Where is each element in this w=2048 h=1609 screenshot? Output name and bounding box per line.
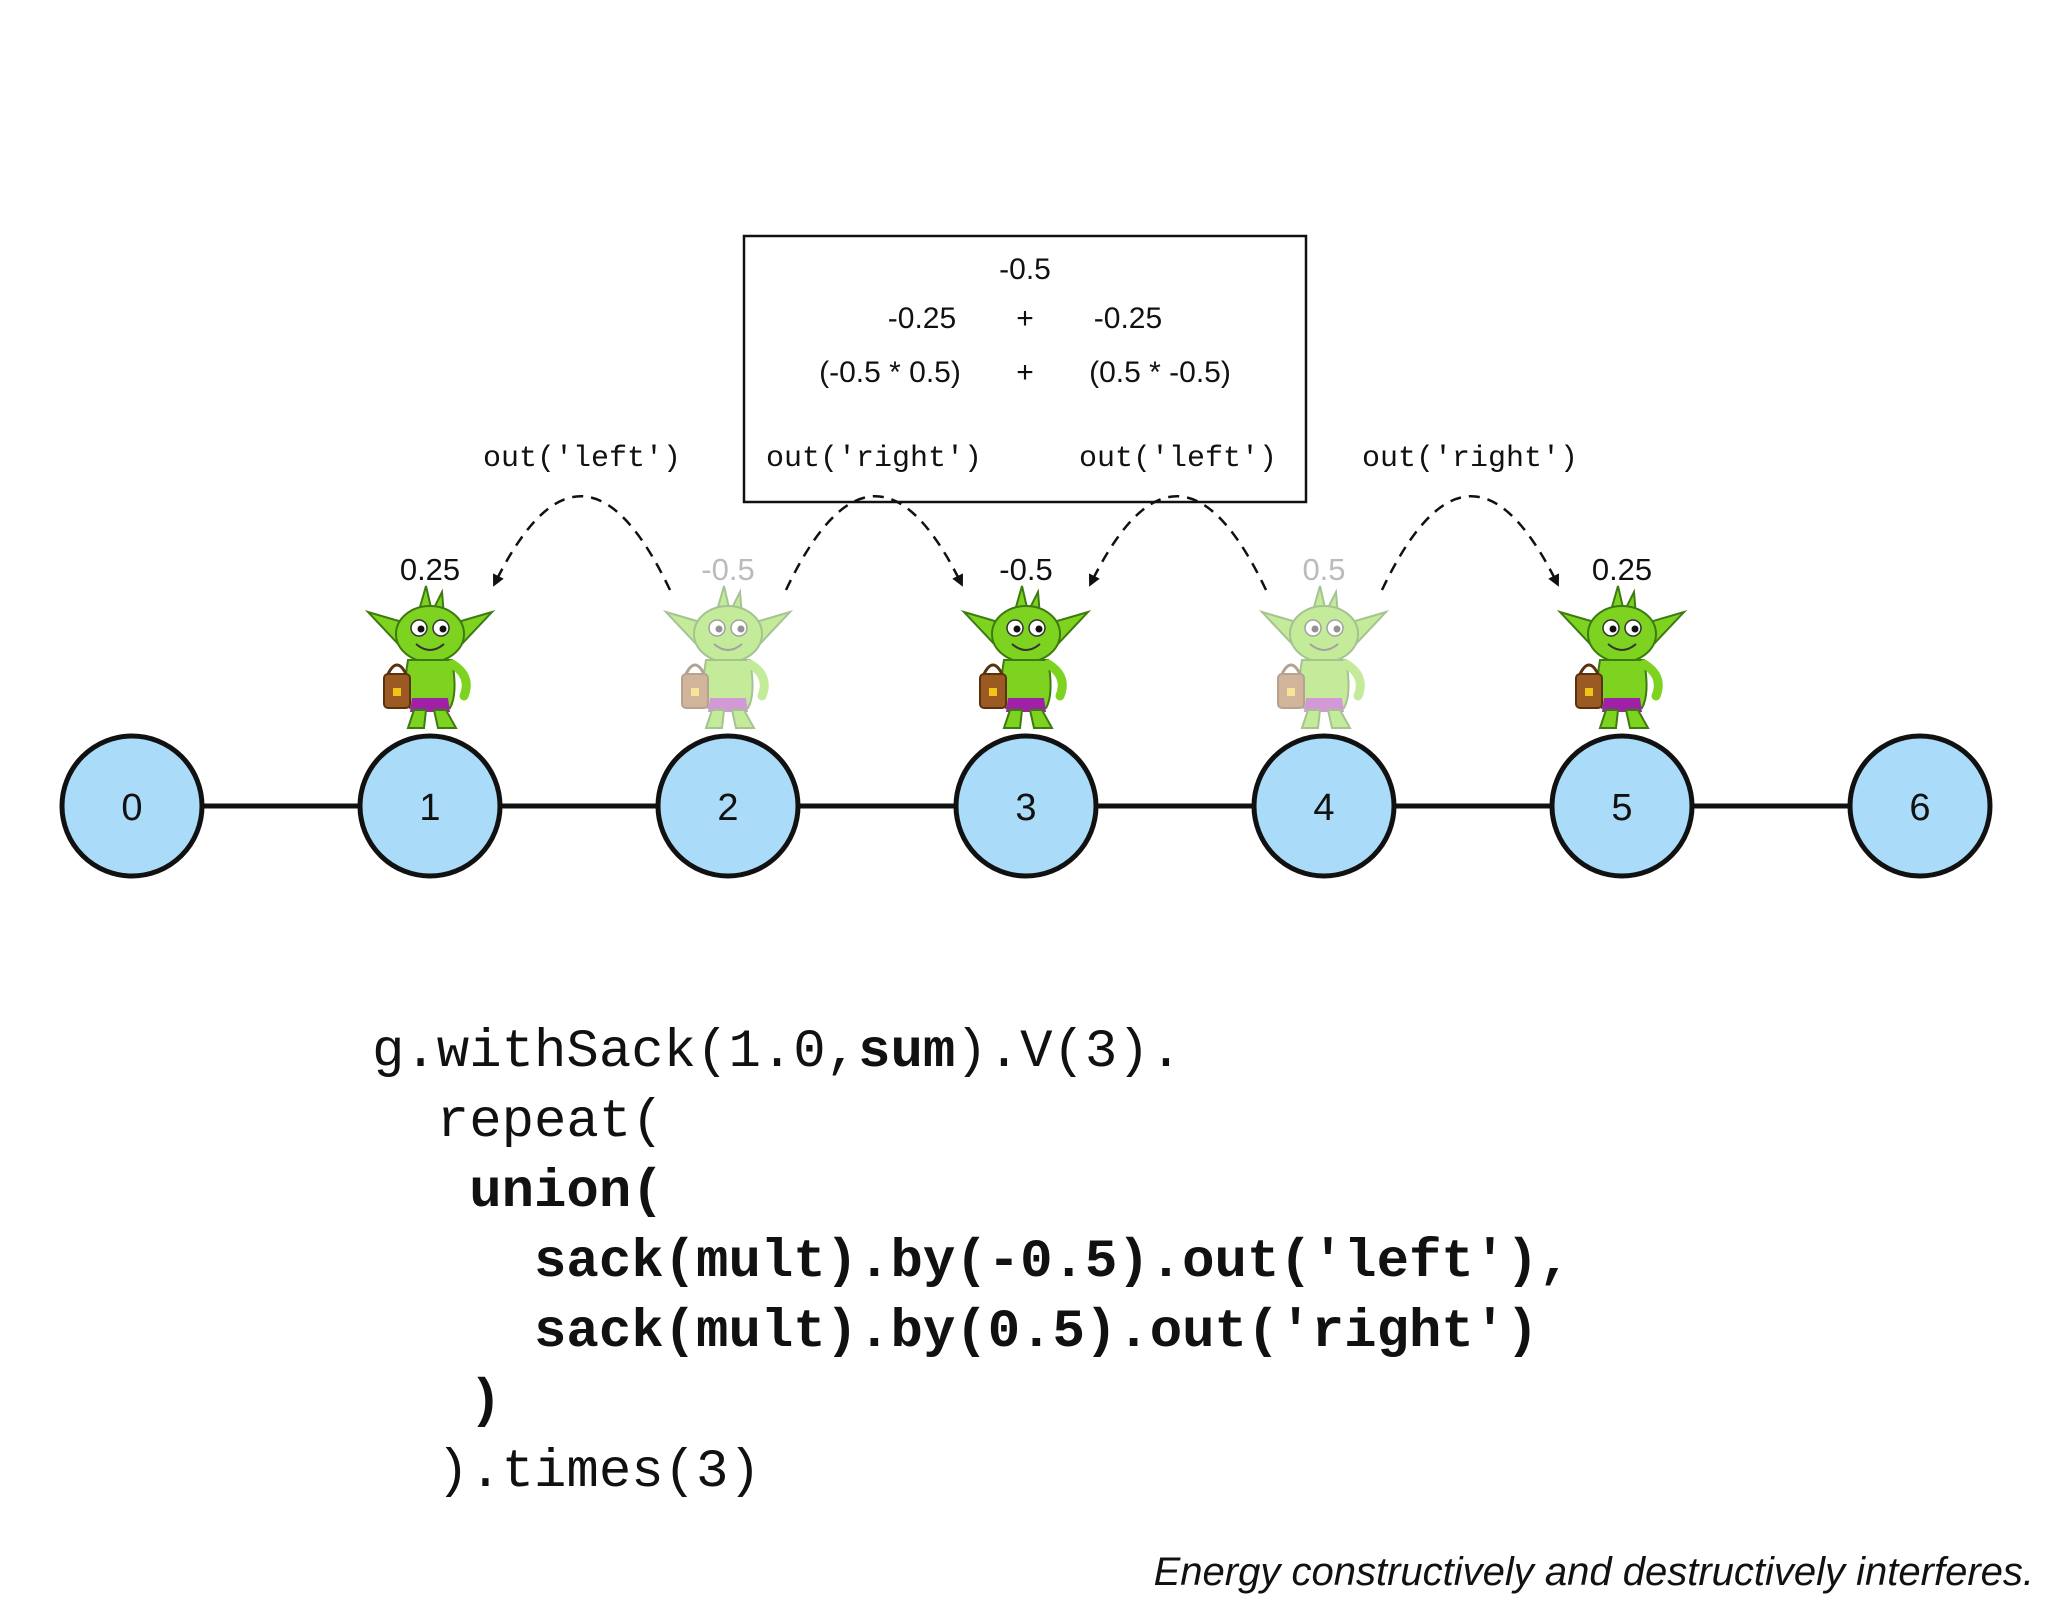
arrow-label: out('left') [483,442,681,476]
code-token: sack(mult).by(-0.5).out('left'), [372,1232,1571,1293]
code-line: union( [372,1158,1571,1228]
vertex-circle [655,733,801,879]
vertex-circle [357,733,503,879]
vertex-label: 1 [419,787,440,829]
code-line: g.withSack(1.0,sum).V(3). [372,1018,1571,1088]
vertices-layer: 0 1 2 3 4 5 6 [59,733,1993,879]
vertex-6: 6 [1847,733,1993,879]
goblin-3 [964,586,1088,728]
vertex-label: 0 [121,787,142,829]
goblin-icon [1262,586,1386,728]
caption: Energy constructively and destructively … [1153,1550,2034,1594]
arrows-layer: out('left') out('right') out('left') out('r… [483,442,1578,591]
code-line: repeat( [372,1088,1571,1158]
sum-box [742,234,1308,504]
code-token: g.withSack(1.0, [372,1022,859,1083]
vertex-circle [1847,733,1993,879]
vertex-label: 6 [1909,787,1930,829]
vertex-circle [953,733,1099,879]
arrow-2-to-1 [492,495,672,591]
vertex-0: 0 [59,733,205,879]
goblin-1 [368,586,492,728]
code-token: repeat( [372,1092,664,1153]
goblin-value: 0.25 [1592,552,1652,587]
vertex-circle [1251,733,1397,879]
vertex-1: 1 [357,733,503,879]
sum-expr-right: (0.5 * -0.5) [1089,356,1231,389]
goblin-icon [368,586,492,728]
arrow-label: out('right') [1362,442,1578,476]
sum-term-right: -0.25 [1094,302,1162,335]
sum-box-layer: -0.5 -0.25 + -0.25 (-0.5 * 0.5) + (0.5 * -0.5) [742,234,1308,504]
goblins-layer: 0.25 -0.5 -0.5 0.5 0.25 [368,552,1684,728]
arrow-4-to-3 [1088,495,1268,591]
goblin-icon [666,586,790,728]
vertex-label: 3 [1015,787,1036,829]
code-token: sum [858,1022,956,1083]
arrow-label: out('right') [766,442,982,476]
sum-plus: + [1016,302,1034,335]
arrow-4-to-5 [1380,495,1560,591]
goblin-icon [964,586,1088,728]
code-line: ) [372,1368,1571,1438]
arrow-2-to-3 [784,495,964,591]
code-line: sack(mult).by(0.5).out('right') [372,1298,1571,1368]
code-line: ).times(3) [372,1438,1571,1508]
goblin-icon [1560,586,1684,728]
arrow-label: out('left') [1079,442,1277,476]
sum-expr-left: (-0.5 * 0.5) [819,356,961,389]
code-token: sack(mult).by(0.5).out('right') [372,1302,1539,1363]
sum-term-left: -0.25 [888,302,956,335]
code-line: sack(mult).by(-0.5).out('left'), [372,1228,1571,1298]
vertex-label: 2 [717,787,738,829]
vertex-label: 4 [1313,787,1334,829]
goblin-value: -0.5 [999,552,1052,587]
goblin-value: 0.25 [400,552,460,587]
code-token: ) [372,1372,502,1433]
goblin-value: 0.5 [1302,552,1345,587]
vertex-circle [1549,733,1695,879]
goblin-2 [666,586,790,728]
sum-plus-expr: + [1016,356,1034,389]
goblin-4 [1262,586,1386,728]
goblin-value: -0.5 [701,552,754,587]
sum-total: -0.5 [999,253,1051,286]
code-token: union( [372,1162,664,1223]
vertex-2: 2 [655,733,801,879]
code-token: ).times(3) [372,1442,761,1503]
goblin-5 [1560,586,1684,728]
vertex-label: 5 [1611,787,1632,829]
vertex-4: 4 [1251,733,1397,879]
gremlin-code-block: g.withSack(1.0,sum).V(3). repeat( union(… [372,1018,1571,1508]
vertex-5: 5 [1549,733,1695,879]
vertex-3: 3 [953,733,1099,879]
code-token: ).V(3). [955,1022,1183,1083]
vertex-circle [59,733,205,879]
